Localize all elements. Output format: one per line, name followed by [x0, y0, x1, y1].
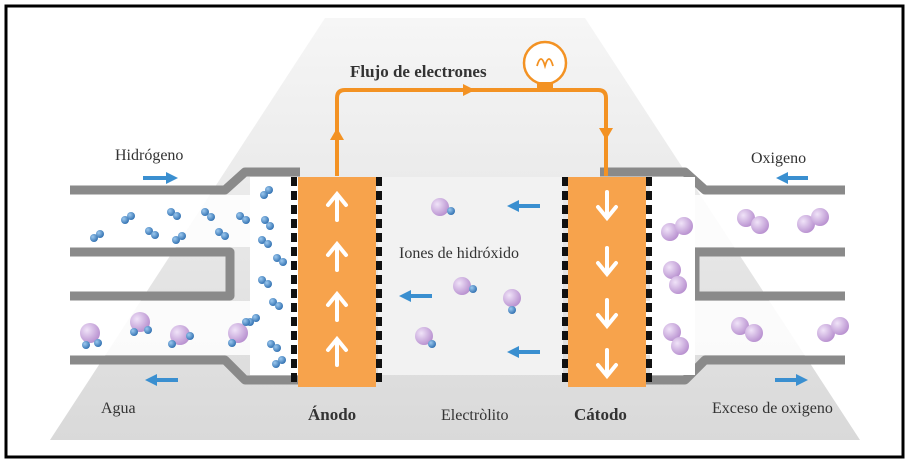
left-pipes [70, 167, 300, 385]
h2-molecule [90, 230, 104, 242]
anode-arrows [326, 190, 348, 367]
anode-label: Ánodo [308, 405, 356, 424]
hydrogen-label: Hidrógeno [115, 147, 183, 164]
h2-molecule [269, 298, 283, 310]
o2-molecule [797, 208, 829, 233]
h2-molecule [258, 236, 272, 248]
water-arrow-icon [145, 374, 178, 386]
flow-arrows [143, 172, 808, 386]
electrolyte-chamber [378, 177, 563, 375]
water-molecule [130, 312, 152, 336]
arrow-icon [326, 290, 348, 322]
h2-molecule [145, 227, 159, 239]
cathode-label: Cátodo [574, 405, 627, 424]
o2-molecule [731, 317, 763, 342]
arrow-icon [326, 335, 348, 367]
hydroxide-ion [453, 277, 477, 295]
arrow-icon [326, 240, 348, 272]
arrow-icon [596, 348, 618, 380]
arrow-icon [326, 190, 348, 222]
lightbulb-icon [522, 40, 568, 90]
ion-arrow-icon [399, 290, 432, 302]
h2-molecule [258, 276, 272, 288]
h2-molecule [261, 216, 274, 230]
excess-oxygen-arrow-icon [775, 374, 808, 386]
o2-molecule [817, 317, 849, 342]
h2-molecule [236, 212, 250, 224]
excess-oxygen-label: Exceso de oxigeno [712, 400, 833, 417]
ion-arrow-icon [507, 346, 540, 358]
arrow-icon [596, 298, 618, 330]
electrolyte-label: Electròlito [441, 407, 509, 424]
h2-molecule [272, 356, 286, 368]
h2-molecule [215, 228, 229, 240]
water-label: Agua [101, 400, 136, 417]
o2-molecule [663, 323, 689, 355]
o2-molecule [737, 209, 769, 234]
water-molecule [168, 325, 194, 348]
hydroxide-ion [415, 327, 436, 348]
oxygen-label: Oxigeno [751, 150, 806, 167]
h2-molecule [201, 208, 215, 221]
h2-molecule [260, 186, 273, 199]
water-molecules [80, 312, 250, 349]
o2-molecule [663, 261, 687, 294]
oxygen-arrow-icon [776, 172, 808, 184]
electron-flow-label: Flujo de electrones [350, 62, 487, 81]
arrow-icon [596, 246, 618, 278]
hydroxide-ions-label: Iones de hidróxido [399, 245, 519, 262]
h2-molecule [267, 340, 281, 352]
h2-molecule [121, 212, 135, 224]
arrow-icon [330, 128, 344, 140]
hydroxide-ion [503, 289, 521, 314]
arrow-icon [596, 190, 618, 222]
arrow-icon [599, 128, 613, 140]
hydrogen-molecules [90, 186, 287, 368]
h2-molecule [167, 208, 181, 220]
water-molecule [80, 323, 102, 349]
o2-molecule [661, 217, 693, 241]
h2-molecule [172, 232, 186, 244]
oxygen-molecules [661, 208, 849, 355]
h2-molecule [273, 254, 287, 266]
water-molecule [228, 318, 250, 347]
hydroxide-ion [431, 198, 455, 216]
hydrogen-arrow-icon [143, 172, 178, 184]
arrow-icon [463, 84, 475, 96]
cathode-arrows [596, 190, 618, 380]
hydroxide-ions [415, 198, 521, 348]
ion-arrow-icon [507, 200, 540, 212]
